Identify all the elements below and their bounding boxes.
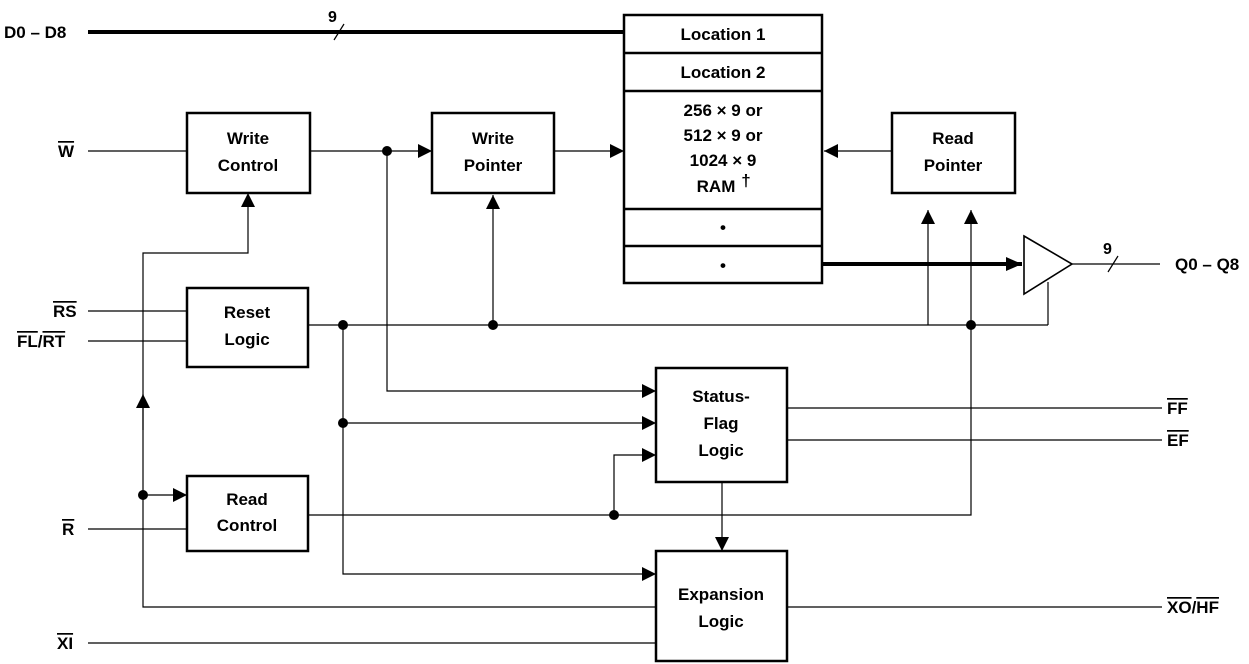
fl-label: FL (17, 332, 38, 351)
expansion-logic-block (654, 549, 789, 663)
ram-dot-1: • (720, 218, 726, 237)
junction-dot (488, 320, 498, 330)
hf-label: HF (1196, 598, 1219, 617)
status-flag-label-2: Flag (704, 414, 739, 433)
junction-dot (338, 418, 348, 428)
ram-location-1: Location 1 (680, 25, 765, 44)
q-bus-arrow (1006, 257, 1022, 271)
fl-rt-slash: / (38, 332, 43, 351)
ram-label: RAM (697, 177, 736, 196)
expansion-logic-label-1: Expansion (678, 585, 764, 604)
read-pointer-label-1: Read (932, 129, 974, 148)
ram-size-line-1: 256 × 9 or (684, 101, 763, 120)
junction-dot (338, 320, 348, 330)
reset-logic-label-2: Logic (224, 330, 269, 349)
rs-label: RS (53, 302, 77, 321)
write-control-label-2: Control (218, 156, 278, 175)
status-flag-label-1: Status- (692, 387, 750, 406)
d-bus-width: 9 (328, 9, 337, 26)
output-buffer (1023, 234, 1074, 296)
read-pointer-label-2: Pointer (924, 156, 983, 175)
reset-logic-label-1: Reset (224, 303, 271, 322)
junction-dot (966, 320, 976, 330)
rt-label: RT (43, 332, 66, 351)
ram-location-2: Location 2 (680, 63, 765, 82)
ram-size-line-2: 512 × 9 or (684, 126, 763, 145)
write-pointer-block (430, 111, 556, 195)
rc-to-rp-wire (308, 210, 978, 516)
ram-dot-2: • (720, 256, 726, 275)
xi-label: XI (57, 634, 73, 653)
junctions (138, 146, 976, 520)
ram-dagger: † (741, 171, 750, 190)
reset-down-wire (342, 325, 656, 581)
read-control-block (185, 474, 310, 553)
ram-block (622, 13, 824, 285)
status-flag-block (654, 366, 789, 484)
blocks (185, 13, 1017, 663)
write-control-label-1: Write (227, 129, 269, 148)
d-bus-label: D0 – D8 (4, 23, 66, 42)
ff-label: FF (1167, 399, 1188, 418)
q-bus-width: 9 (1103, 241, 1112, 258)
ef-label: EF (1167, 431, 1189, 450)
xo-hf-label: XO/HF (1167, 598, 1219, 617)
w-label: W (58, 142, 75, 161)
buses (88, 30, 1022, 266)
wires (88, 144, 1162, 644)
q-bus-label: Q0 – Q8 (1175, 255, 1239, 274)
read-control-label-1: Read (226, 490, 268, 509)
exp-feedback-wire (142, 193, 656, 608)
read-control-label-2: Control (217, 516, 277, 535)
q-bus-slash (1107, 255, 1119, 273)
read-pointer-block (890, 111, 1017, 195)
d-bus-slash (333, 23, 345, 41)
expansion-logic-label-2: Logic (698, 612, 743, 631)
xo-hf-slash: / (1192, 598, 1197, 617)
write-control-block (185, 111, 312, 195)
write-pointer-label-2: Pointer (464, 156, 523, 175)
reset-logic-block (185, 286, 310, 369)
write-pointer-label-1: Write (472, 129, 514, 148)
r-label: R (62, 520, 74, 539)
ram-dividers (624, 51, 822, 248)
xo-label: XO (1167, 598, 1192, 617)
ram-size-line-3: 1024 × 9 (690, 151, 757, 170)
junction-dot (382, 146, 392, 156)
wc-to-status-wire (386, 151, 656, 398)
junction-dot (609, 510, 619, 520)
junction-dot (138, 490, 148, 500)
status-flag-label-3: Logic (698, 441, 743, 460)
fl-rt-label: FL/RT (17, 332, 66, 351)
rc-to-status-wire (613, 448, 656, 515)
